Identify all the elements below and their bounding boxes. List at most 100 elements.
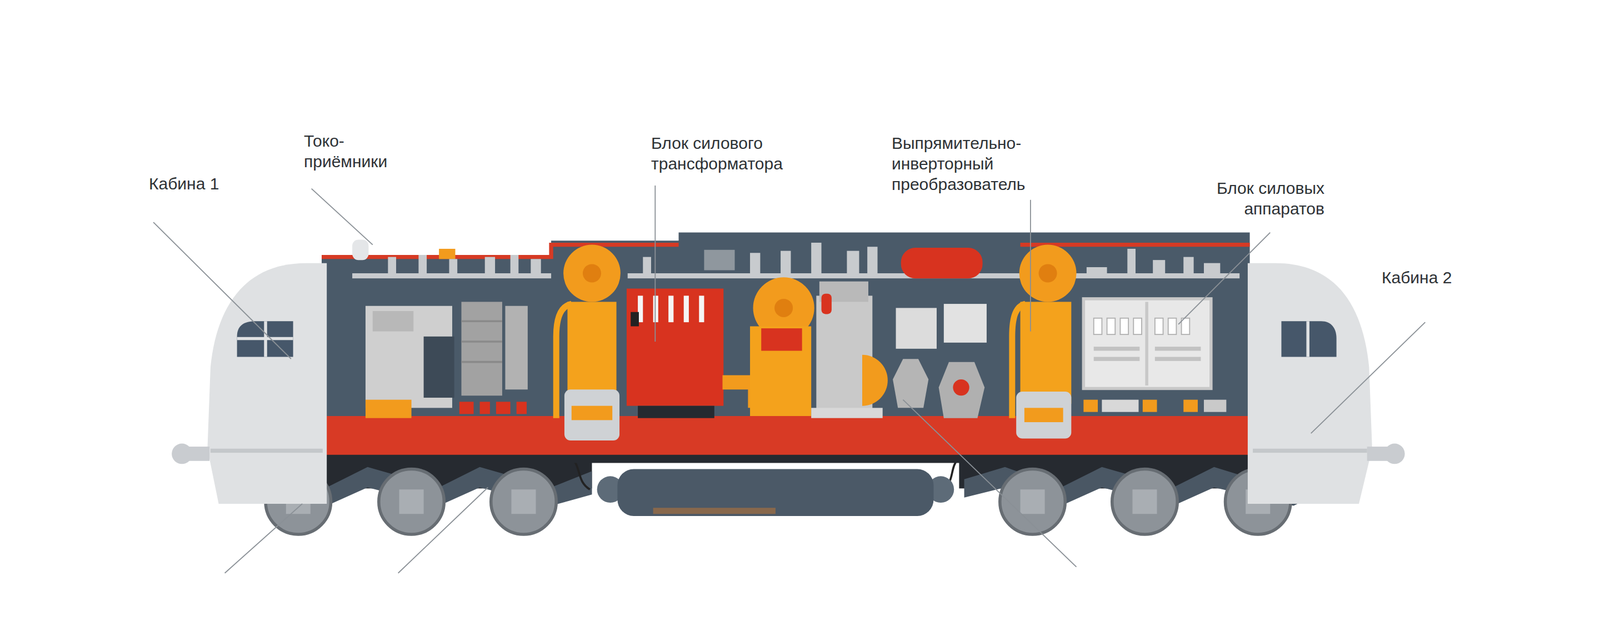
- roof-equipment-part: [780, 251, 791, 276]
- interior-equipment-part: [637, 406, 715, 419]
- roof-equipment-part: [846, 251, 859, 276]
- interior-equipment-part: [365, 400, 412, 419]
- part-label: Блок силового трансформатора: [651, 132, 820, 174]
- interior-equipment-part-part: [1133, 318, 1142, 335]
- leader-lines-part: [153, 222, 292, 359]
- interior-equipment-part-part: [668, 295, 674, 323]
- interior-equipment-part-part: [1107, 318, 1116, 335]
- cabins: [171, 263, 1405, 504]
- leader-lines-part: [1311, 322, 1426, 434]
- leader-lines: [153, 185, 1425, 574]
- interior-equipment-part-part: [480, 401, 490, 414]
- interior-equipment-part-part: [1093, 318, 1103, 335]
- body: [321, 232, 1253, 464]
- interior-equipment-part-part: [1183, 400, 1198, 413]
- interior-equipment-part: [1038, 263, 1058, 283]
- part-label: Кабина 1: [148, 173, 219, 194]
- roof-equipment-part: [448, 258, 458, 275]
- leader-lines-part: [1030, 200, 1032, 332]
- interior-equipment-part: [461, 321, 503, 362]
- roof-equipment-part: [530, 258, 541, 275]
- interior-equipment-part-part: [1155, 357, 1202, 362]
- bogies-part-part: [1132, 489, 1157, 514]
- interior-equipment-part: [1016, 391, 1072, 439]
- interior-equipment-part-part: [1142, 400, 1158, 413]
- interior-equipment-part: [1145, 301, 1149, 386]
- interior-equipment-part: [459, 401, 527, 414]
- roof-equipment-part: [867, 246, 878, 275]
- part-label: Токо- приёмники: [303, 130, 407, 172]
- interior-equipment-part: [372, 311, 414, 332]
- interior-equipment-part: [626, 288, 724, 407]
- bogies-part-part: [491, 468, 557, 534]
- interior-equipment-part: [1083, 298, 1211, 389]
- interior-equipment-part-part: [683, 295, 689, 323]
- part-label: Выпрямительно- инверторный преобразовате…: [891, 132, 1060, 195]
- cabins-part: [237, 321, 294, 357]
- body-part: [321, 232, 1250, 421]
- roof-equipment: [352, 239, 1240, 279]
- interior-equipment-part-part: [698, 295, 704, 323]
- interior-equipment-part: [582, 263, 602, 283]
- interior-equipment-part: [563, 245, 621, 303]
- interior-equipment-part: [1024, 407, 1064, 423]
- cabins-part: [207, 263, 327, 504]
- interior-equipment-part: [1093, 318, 1190, 335]
- interior-equipment-part-part: [461, 361, 503, 364]
- bogies-part-part: [511, 489, 536, 514]
- roof-equipment-part: [387, 257, 397, 276]
- roof-equipment-part: [1183, 257, 1194, 276]
- tank: [597, 468, 955, 516]
- interior-equipment-part: [750, 326, 812, 417]
- interior-equipment-part: [1020, 301, 1072, 404]
- interior-equipment-part-part: [1155, 346, 1202, 351]
- interior-equipment-part-part: [1093, 357, 1140, 362]
- cabins-part: [237, 337, 294, 341]
- interior-equipment-part: [862, 355, 888, 407]
- tank-part: [617, 468, 934, 516]
- cabins-part: [1247, 263, 1373, 504]
- interior-equipment: [365, 245, 1227, 441]
- bogies-part-part: [1112, 468, 1178, 534]
- leader-lines-part: [654, 185, 656, 342]
- interior-equipment-part: [892, 358, 929, 408]
- interior-equipment-part: [1203, 400, 1227, 413]
- interior-equipment-part: [1093, 346, 1202, 362]
- leader-lines-part: [225, 503, 303, 574]
- leader-lines-part: [398, 487, 489, 574]
- cabins-part: [1306, 321, 1310, 357]
- cabins-part: [171, 443, 193, 465]
- interior-equipment-part: [821, 293, 832, 315]
- bogies: [250, 456, 1307, 535]
- part-label: Блок силовых аппаратов: [1181, 177, 1325, 219]
- interior-equipment-part-part: [461, 320, 503, 323]
- interior-equipment-part: [1019, 245, 1077, 303]
- interior-equipment-part: [567, 301, 617, 399]
- cabins-part: [1252, 448, 1368, 453]
- interior-equipment-part: [637, 295, 704, 323]
- roof-equipment-part: [485, 257, 495, 276]
- interior-equipment-part: [896, 307, 937, 349]
- cabins-part: [1384, 443, 1405, 465]
- bogies-part-part: [399, 489, 424, 514]
- interior-equipment-part: [938, 362, 985, 419]
- roof-equipment-part: [811, 242, 822, 276]
- interior-equipment-part: [952, 379, 969, 396]
- roof-equipment-part: [438, 248, 455, 259]
- roof-equipment-part: [352, 239, 369, 260]
- roof-equipment-part: [1203, 263, 1220, 274]
- interior-equipment-part: [1101, 400, 1139, 413]
- interior-equipment-part-part: [1120, 318, 1129, 335]
- part-label: Кабина 2: [1381, 267, 1452, 288]
- leader-lines-part: [902, 400, 1077, 568]
- roof-equipment-part: [1152, 260, 1165, 275]
- roof-equipment-part: [418, 255, 427, 276]
- interior-equipment-part: [811, 407, 883, 418]
- interior-equipment-part-part: [459, 401, 474, 414]
- interior-equipment-part-part: [1155, 318, 1164, 335]
- interior-equipment-part: [630, 312, 639, 327]
- tank-part: [653, 507, 776, 514]
- cabins-part: [210, 448, 323, 453]
